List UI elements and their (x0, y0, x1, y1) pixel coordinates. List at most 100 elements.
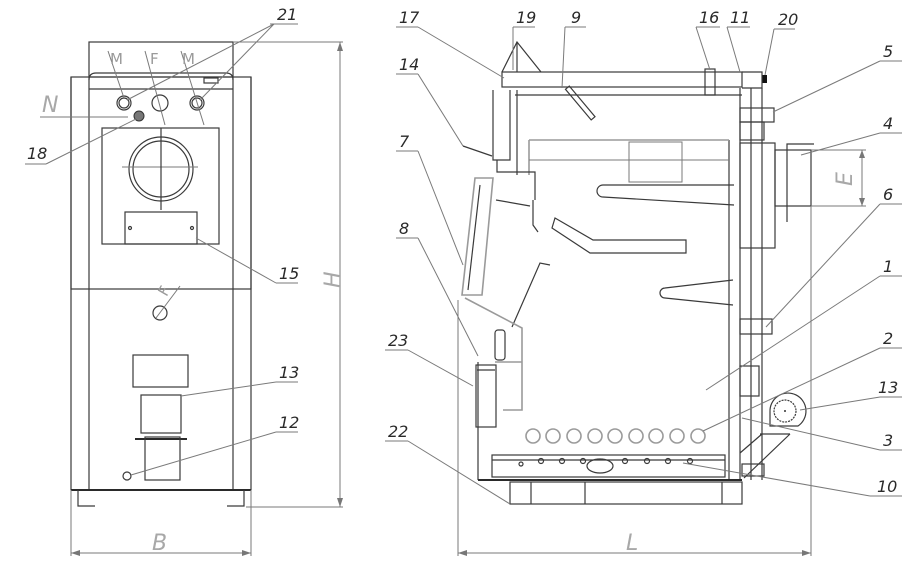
connection-m-left (116, 95, 132, 111)
fan-housing (769, 392, 807, 427)
door-latch (495, 199, 531, 207)
callout-19: 19 (516, 8, 536, 27)
callout-leader (799, 396, 881, 411)
water-tube (545, 428, 561, 444)
bolt (127, 225, 133, 231)
callout-10: 10 (877, 477, 897, 496)
tray-hole (686, 457, 694, 465)
tray-hole (579, 457, 587, 465)
top-cover (501, 71, 743, 88)
flue-bracket (786, 143, 814, 222)
water-tube (525, 428, 541, 444)
mark-f-top: F (150, 50, 159, 68)
water-tube (648, 428, 664, 444)
callout-18: 18 (27, 144, 47, 163)
callout-23: 23 (388, 331, 408, 350)
drain-valve (122, 471, 132, 481)
side-view (461, 40, 814, 505)
front-foot-left (77, 490, 95, 507)
callout-13-side: 13 (878, 378, 898, 397)
loading-door-7 (461, 177, 494, 296)
front-label-plate (203, 77, 219, 84)
callout-11: 11 (730, 8, 750, 27)
water-tube (628, 428, 644, 444)
fan-bracket-3 (739, 433, 791, 479)
baffle-middle (551, 217, 687, 254)
baffle-upper (596, 184, 735, 206)
ash-chute (144, 436, 181, 481)
callout-leader-tip (462, 145, 493, 157)
tray-hole (664, 457, 672, 465)
dim-e: E (833, 172, 858, 186)
water-tubes-2 (525, 428, 706, 444)
callout-leader (702, 347, 881, 432)
door-handle (467, 184, 481, 291)
tray-hole (518, 461, 524, 467)
tray-hole (558, 457, 566, 465)
water-tube (669, 428, 685, 444)
dim-l: L (626, 531, 638, 556)
callout-leader (561, 26, 566, 89)
damper-rod (511, 262, 551, 328)
dim-h: H (321, 271, 346, 288)
callout-leader (407, 349, 474, 387)
base-frame-22 (509, 481, 743, 505)
callout-21: 21 (277, 5, 297, 24)
fan-hub (784, 410, 786, 412)
control-box-23 (475, 364, 497, 428)
callout-leader (45, 117, 139, 165)
tray-inspection (586, 458, 614, 474)
water-tube (587, 428, 603, 444)
rear-foot-block (741, 463, 765, 477)
callout-leader (199, 23, 275, 101)
rear-flange-5 (739, 107, 775, 123)
flue-outlet-4 (774, 149, 812, 207)
top-baffle (628, 141, 683, 183)
callout-3: 3 (883, 431, 893, 450)
connection-m-right (189, 95, 205, 111)
side-callouts-right: 5 4 6 1 2 13 3 10 (682, 42, 902, 497)
door-stop (532, 200, 539, 233)
callout-leader (417, 26, 505, 79)
callout-15: 15 (279, 264, 299, 283)
callout-17: 17 (399, 8, 420, 27)
tray-hole (643, 457, 651, 465)
callout-5: 5 (883, 42, 893, 61)
front-top-trim (88, 72, 234, 81)
side-dimensions: L E (457, 149, 866, 556)
callout-9: 9 (571, 8, 581, 27)
lower-front-panel (464, 297, 523, 411)
mark-m-right: M (182, 50, 195, 68)
callout-8: 8 (399, 219, 409, 238)
callout-leader (682, 462, 871, 497)
callout-leader (764, 28, 775, 76)
side-callouts-top: 16 11 20 (695, 8, 798, 76)
callout-16: 16 (699, 8, 719, 27)
rear-connector-6 (739, 318, 773, 335)
callout-leader (772, 60, 881, 113)
front-inspection-panel (132, 354, 189, 388)
water-tube (566, 428, 582, 444)
rear-box (739, 365, 760, 397)
callout-12: 12 (279, 413, 299, 432)
connection-m-right-inner (191, 97, 203, 109)
callout-leader (705, 275, 881, 391)
callout-7: 7 (399, 132, 410, 151)
water-tube (607, 428, 623, 444)
gauge-f (152, 305, 168, 321)
callout-22: 22 (388, 422, 408, 441)
bolt (189, 225, 195, 231)
callout-1: 1 (883, 257, 893, 276)
callout-13-front: 13 (279, 363, 299, 382)
door-hinge (496, 160, 536, 200)
callout-leader (180, 381, 277, 397)
callout-20: 20 (778, 10, 798, 29)
callout-14: 14 (399, 55, 419, 74)
callout-leader (417, 73, 464, 147)
callout-leader (417, 237, 479, 357)
connection-f (151, 94, 169, 112)
callout-leader (130, 431, 277, 476)
front-upper-column (492, 90, 511, 161)
sensor-20 (762, 75, 767, 83)
top-end-cap (742, 71, 763, 89)
